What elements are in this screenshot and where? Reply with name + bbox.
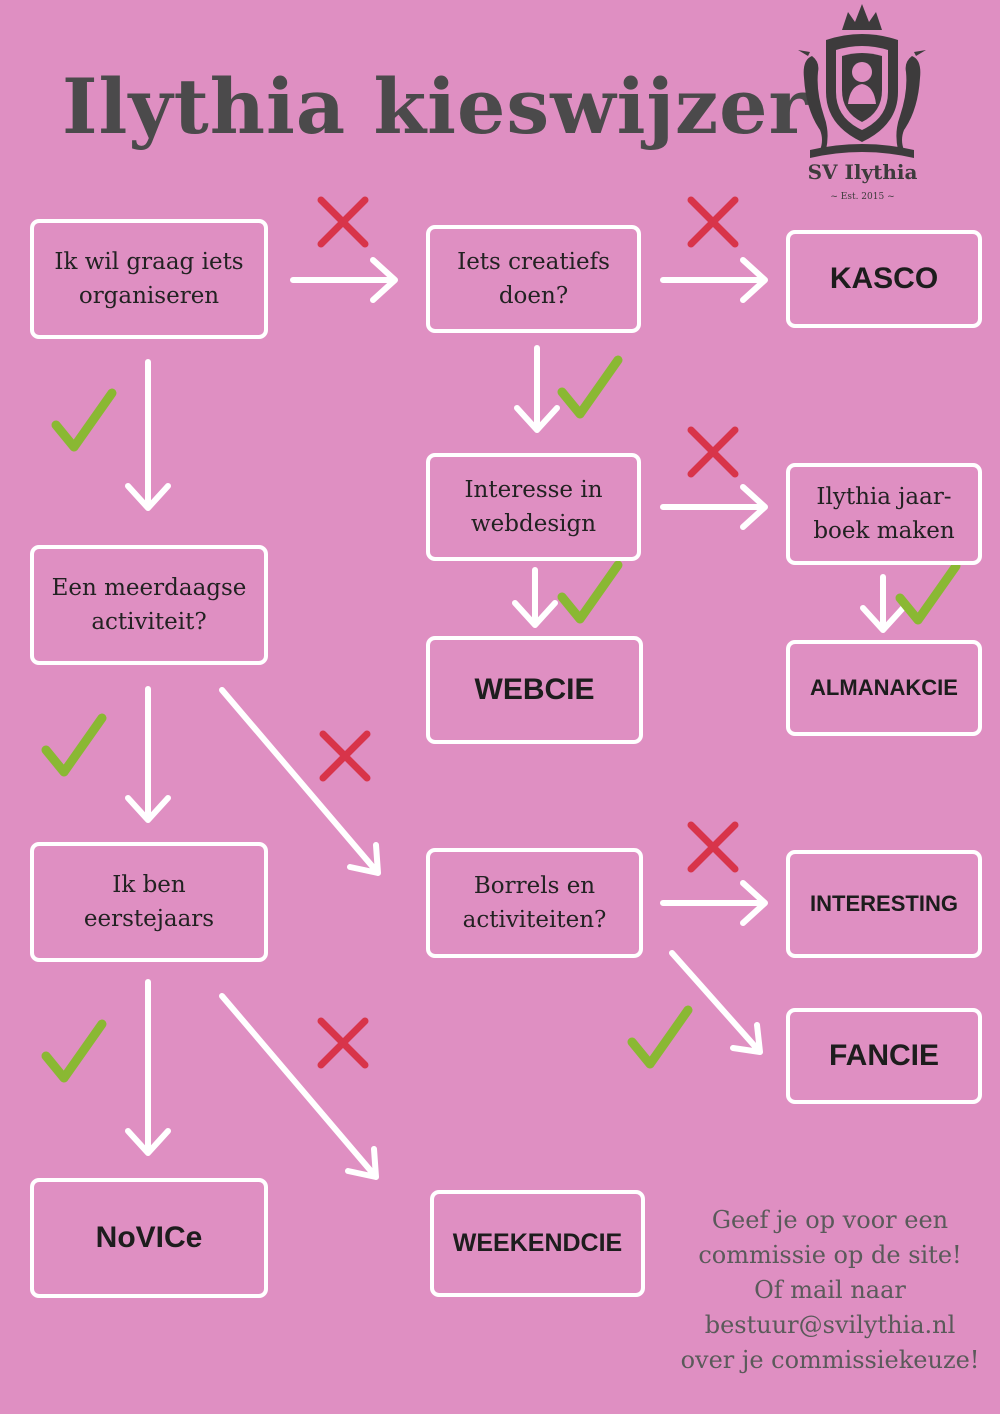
committee-fancie: FANCIE — [786, 1008, 982, 1104]
arrow-icon — [219, 993, 379, 1180]
arrow-icon — [125, 359, 171, 511]
crest-icon — [798, 4, 926, 158]
cross-icon — [691, 825, 735, 869]
arrow-icon — [125, 686, 171, 823]
committee-kasco: KASCO — [786, 230, 982, 328]
check-icon — [900, 566, 956, 620]
arrow-icon — [660, 257, 768, 303]
arrow-icon — [669, 950, 763, 1055]
arrow-icon — [660, 484, 768, 530]
arrow-icon — [660, 880, 768, 926]
footer-text: Geef je op voor een commissie op de site… — [660, 1203, 1000, 1378]
committee-interesting: INTERESTING — [786, 850, 982, 958]
email-link[interactable]: bestuur@svilythia.nl — [704, 1311, 956, 1339]
check-icon — [46, 1024, 102, 1078]
committee-almanakcie: ALMANAKCIE — [786, 640, 982, 736]
cross-icon — [321, 1021, 365, 1065]
check-icon — [562, 360, 618, 414]
question-jaarboek: Ilythia jaar-boek maken — [786, 463, 982, 565]
arrow-icon — [512, 567, 558, 628]
logo-name: SV Ilythia — [807, 160, 918, 184]
committee-webcie: WEBCIE — [426, 636, 643, 744]
check-icon — [56, 393, 112, 447]
check-icon — [46, 718, 102, 772]
arrow-icon — [514, 345, 560, 433]
page-title: Ilythia kieswijzer — [62, 62, 810, 151]
cross-icon — [321, 200, 365, 244]
check-icon — [632, 1010, 688, 1064]
cross-icon — [691, 430, 735, 474]
committee-novice: NoVICe — [30, 1178, 268, 1298]
arrow-icon — [290, 257, 398, 303]
arrow-icon — [125, 979, 171, 1156]
arrow-icon — [860, 574, 906, 633]
cross-icon — [323, 734, 367, 778]
check-icon — [562, 565, 618, 619]
cross-icon — [691, 200, 735, 244]
arrow-icon — [219, 687, 381, 876]
logo-established: ~ Est. 2015 ~ — [830, 192, 895, 202]
committee-weekendcie: WEEKENDCIE — [430, 1190, 645, 1297]
